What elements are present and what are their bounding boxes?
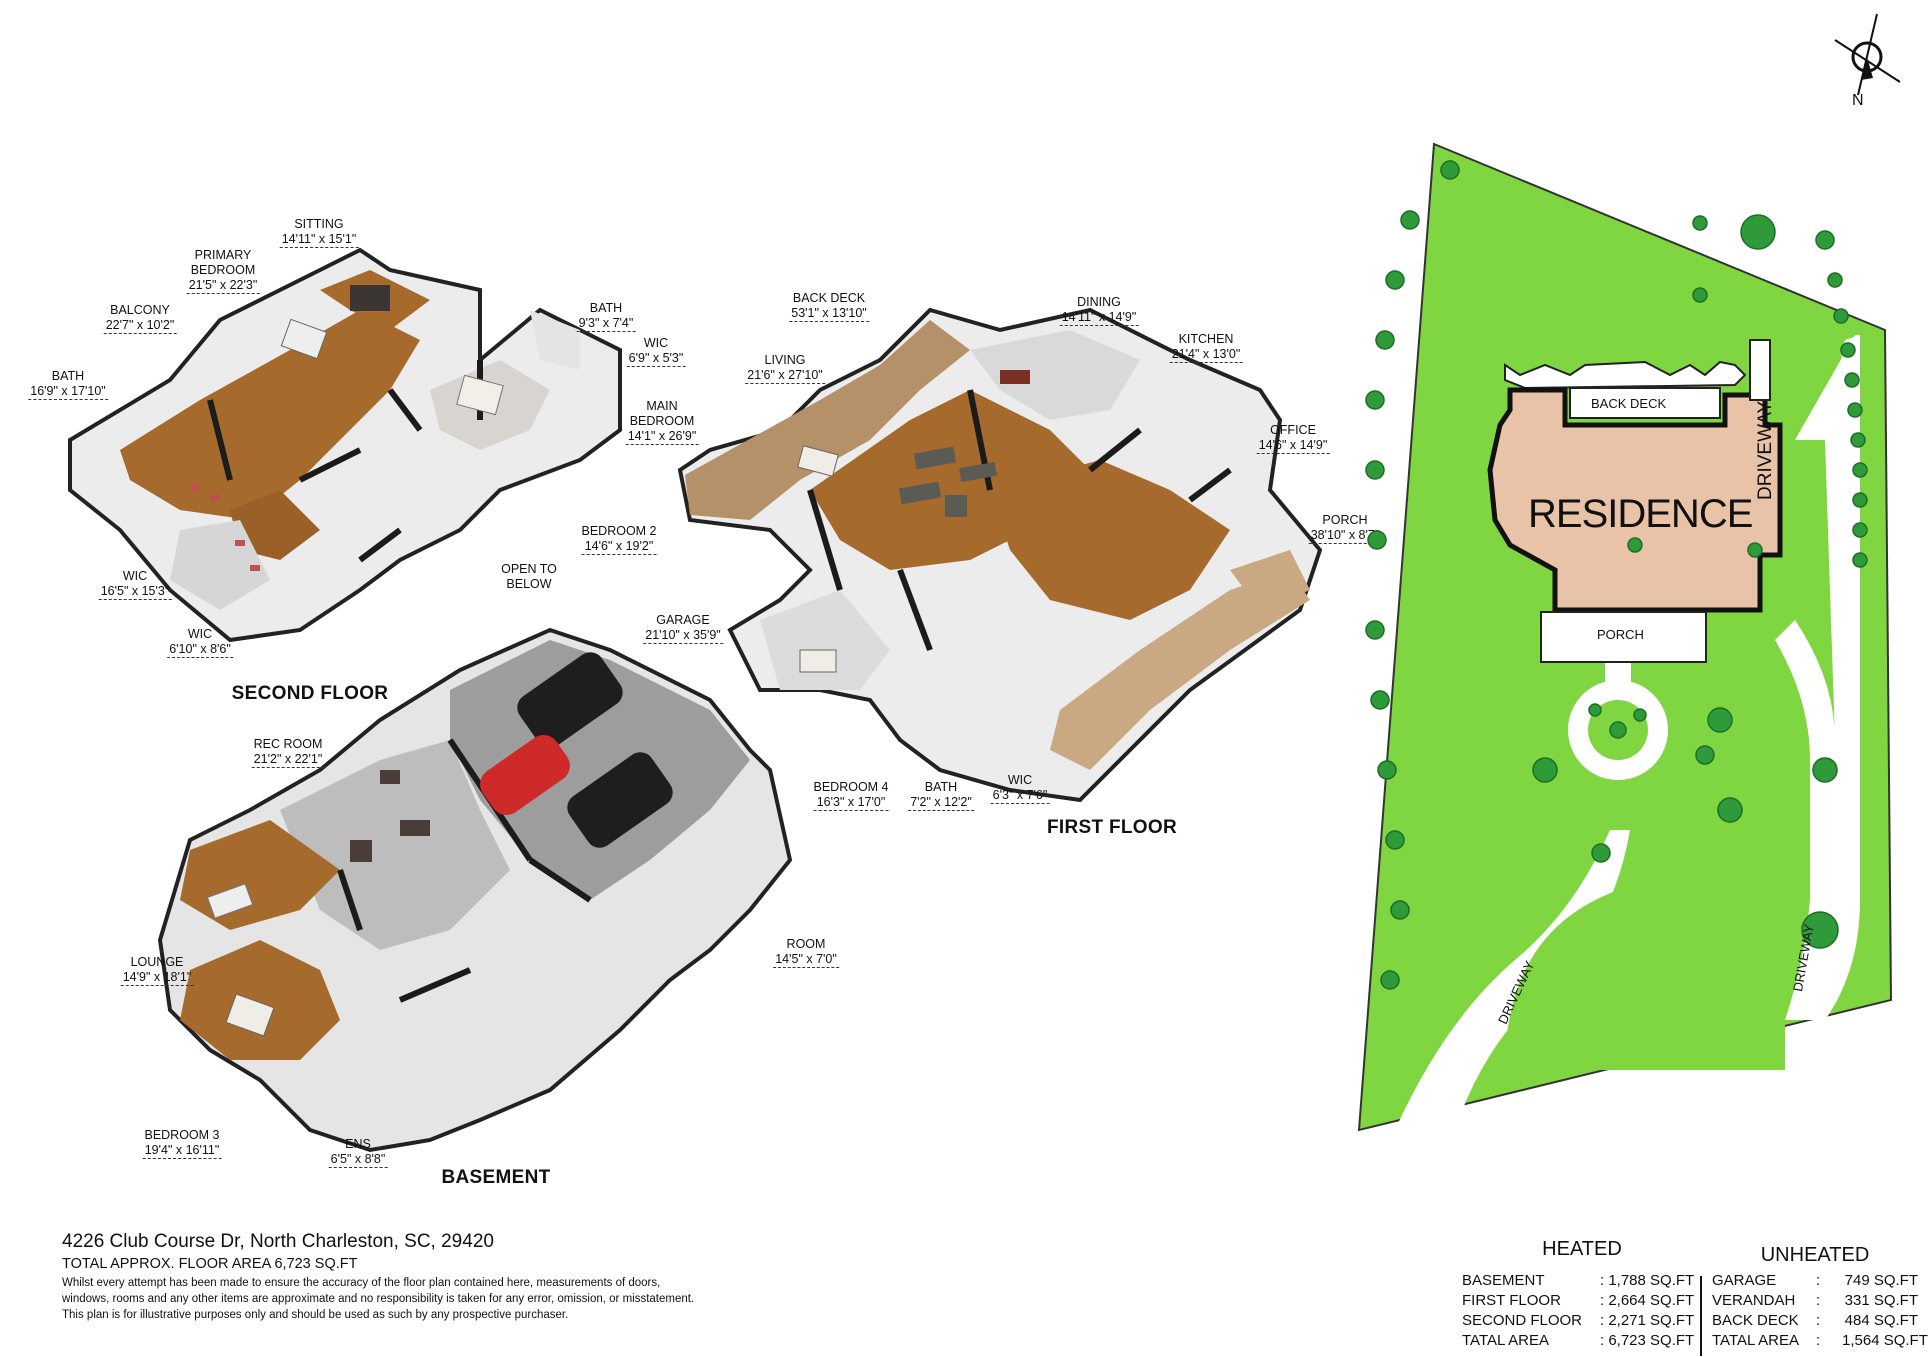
- disclaimer-line-2: windows, rooms and any other items are a…: [62, 1293, 695, 1305]
- disclaimer-line-1: Whilst every attempt has been made to en…: [62, 1277, 661, 1289]
- second-floor-title: SECOND FLOOR: [231, 683, 389, 704]
- unheated-title: UNHEATED: [1760, 1244, 1870, 1266]
- heated-title: HEATED: [1542, 1238, 1622, 1260]
- basement-title: BASEMENT: [441, 1167, 551, 1188]
- unheated-area-table: UNHEATED GARAGE:749 SQ.FT VERANDAH:331 S…: [1712, 1238, 1928, 1351]
- site-back-deck-label: BACK DECK: [1591, 396, 1667, 411]
- unheated-row: TATAL AREA:1,564 SQ.FT: [1712, 1332, 1928, 1349]
- area-table-divider: [1700, 1276, 1702, 1356]
- footer-info: 4226 Club Course Dr, North Charleston, S…: [62, 1231, 822, 1323]
- basement-plan: [157, 627, 793, 1153]
- unheated-row: GARAGE:749 SQ.FT: [1712, 1272, 1918, 1289]
- unheated-row: VERANDAH:331 SQ.FT: [1712, 1292, 1918, 1309]
- first-floor-title: FIRST FLOOR: [1047, 817, 1177, 838]
- second-floor-plan: [68, 247, 622, 643]
- site-plan: [1357, 142, 1893, 1132]
- first-floor-plan: [677, 307, 1323, 803]
- heated-row: FIRST FLOOR: 2,664 SQ.FT: [1462, 1292, 1695, 1309]
- disclaimer-line-3: This plan is for illustrative purposes o…: [62, 1309, 569, 1321]
- address-text: 4226 Club Course Dr, North Charleston, S…: [62, 1231, 494, 1252]
- heated-row: BASEMENT: 1,788 SQ.FT: [1462, 1272, 1695, 1289]
- compass-north-label: N: [1852, 92, 1864, 109]
- site-driveway-right-label: DRIVEWAY: [1755, 400, 1776, 500]
- heated-row: TATAL AREA: 6,723 SQ.FT: [1462, 1332, 1695, 1349]
- compass-icon: [1834, 13, 1901, 96]
- total-area-text: TOTAL APPROX. FLOOR AREA 6,723 SQ.FT: [62, 1256, 358, 1272]
- unheated-row: BACK DECK:484 SQ.FT: [1712, 1312, 1918, 1329]
- site-residence-label: RESIDENCE: [1528, 492, 1753, 536]
- heated-area-table: HEATED BASEMENT: 1,788 SQ.FT FIRST FLOOR…: [1462, 1238, 1702, 1351]
- heated-row: SECOND FLOOR: 2,271 SQ.FT: [1462, 1312, 1695, 1329]
- site-porch-label: PORCH: [1597, 627, 1644, 642]
